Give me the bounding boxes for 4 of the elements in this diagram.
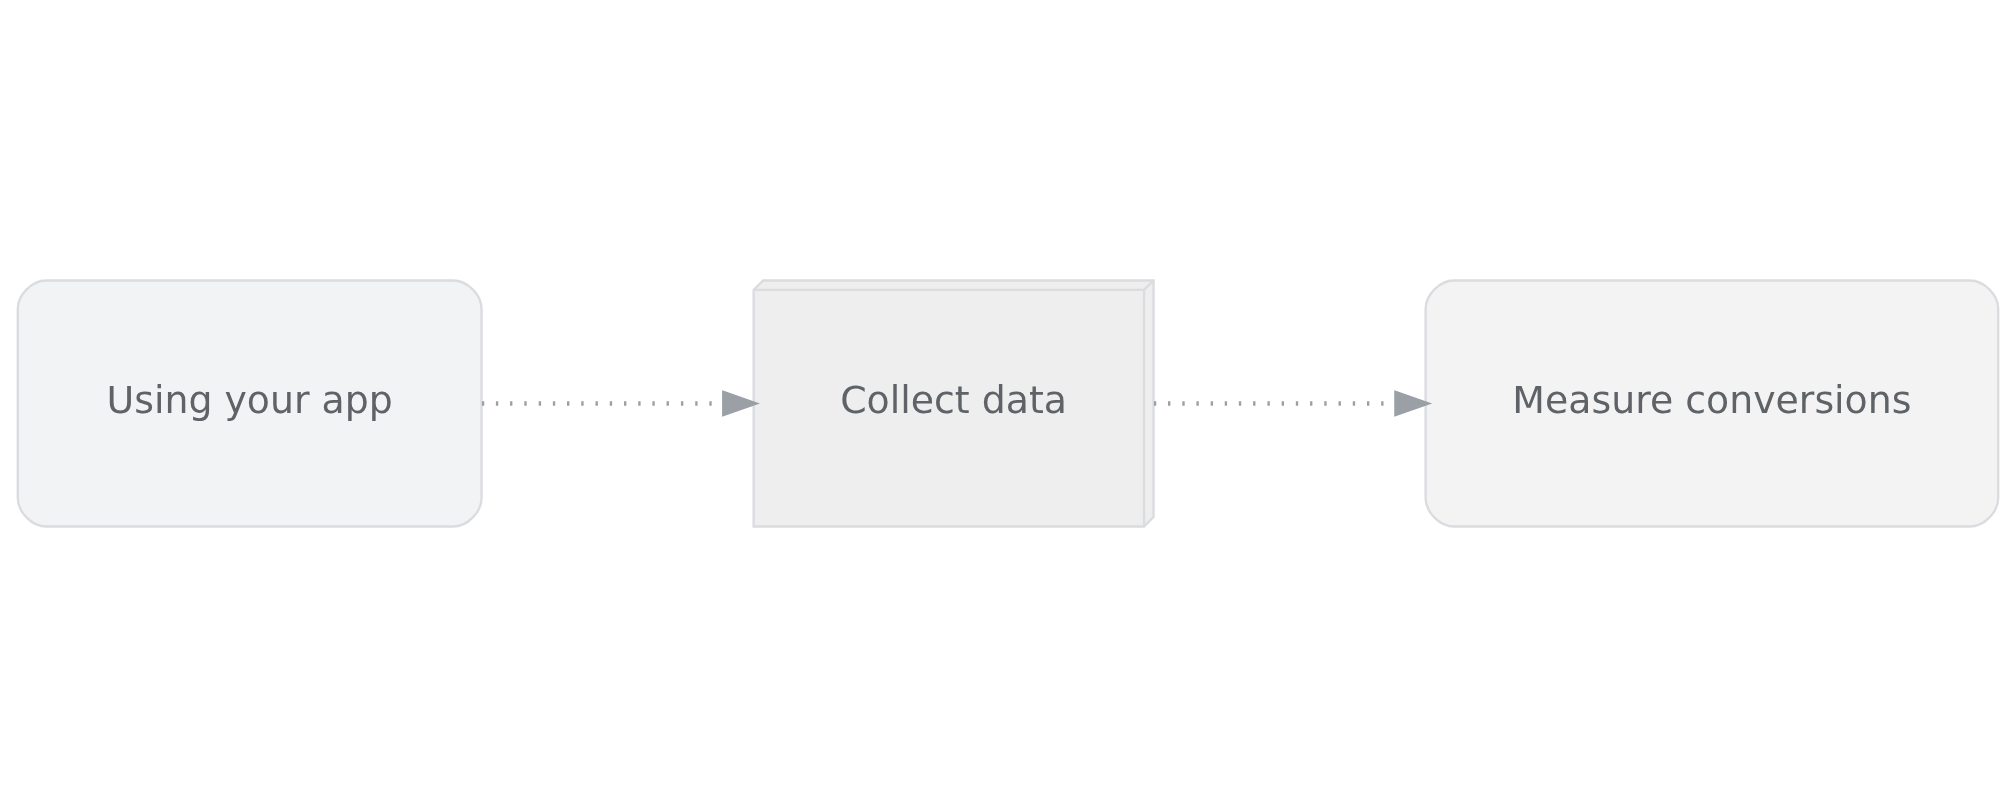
node-box: Measure conversions — [1424, 278, 2000, 528]
arrow — [481, 389, 760, 417]
arrow — [1153, 389, 1433, 417]
node-box: Using your app — [16, 278, 483, 528]
